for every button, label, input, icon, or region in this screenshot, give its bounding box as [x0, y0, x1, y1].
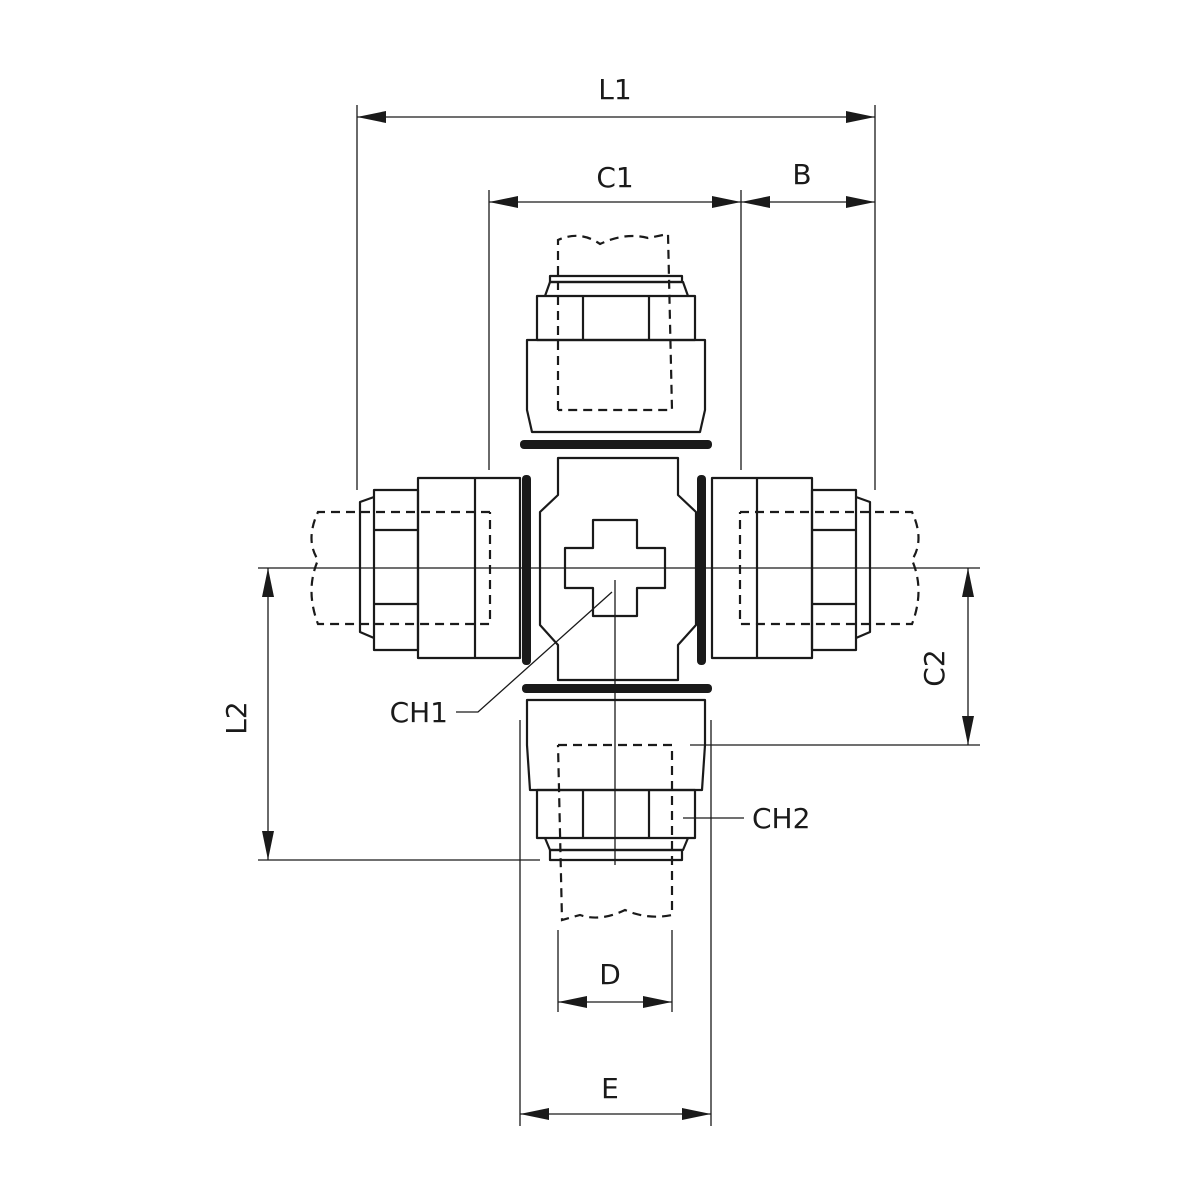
dimension-c2: C2	[690, 568, 980, 746]
label-ch1: CH1	[390, 696, 448, 729]
label-c1: C1	[596, 161, 633, 194]
dimension-e: E	[519, 720, 712, 1126]
leader-ch2: CH2	[683, 802, 810, 835]
centerlines	[258, 567, 980, 865]
dimension-c1: C1	[488, 161, 742, 470]
bottom-connector	[522, 684, 712, 922]
dimension-d: D	[557, 930, 673, 1012]
dimension-l2: L2	[220, 568, 540, 861]
right-connector	[697, 475, 920, 665]
label-e: E	[601, 1072, 619, 1105]
top-connector	[520, 232, 712, 449]
label-c2: C2	[918, 649, 951, 686]
label-l1: L1	[598, 73, 631, 106]
cross-body	[538, 456, 698, 682]
label-d: D	[599, 958, 621, 991]
label-l2: L2	[220, 701, 253, 734]
label-ch2: CH2	[752, 802, 810, 835]
left-connector	[310, 475, 531, 665]
leader-ch1: CH1	[390, 591, 613, 729]
label-b: B	[792, 158, 811, 191]
dimension-b: B	[741, 158, 875, 208]
dimension-l1: L1	[356, 73, 876, 490]
